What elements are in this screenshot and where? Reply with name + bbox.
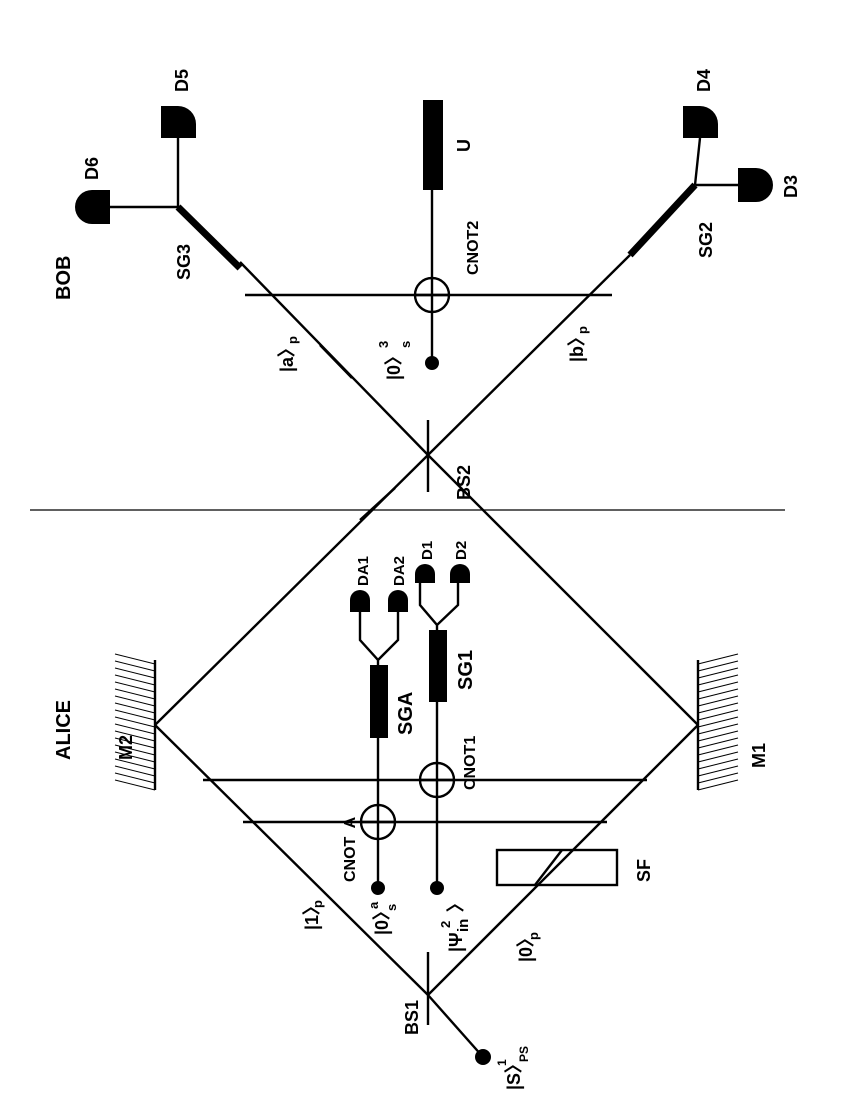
sg2-magnet: [627, 182, 698, 258]
sg2-leads: [693, 137, 738, 187]
d1-label: D1: [419, 541, 436, 560]
mirror-m1: [696, 653, 739, 791]
sg3-leads: [110, 138, 180, 209]
d3-label: D3: [781, 175, 801, 198]
sga-split: [358, 600, 400, 665]
svg-text:|0〉: |0〉: [372, 902, 392, 935]
sg1-magnet: [429, 630, 447, 702]
beam-label-stub-a: [319, 344, 353, 379]
detector-da1: [350, 590, 370, 612]
source-dot: [475, 1049, 491, 1065]
state-labels: |S〉 1 PS |1〉 p |0〉 p |0〉 a s |Ψ 2 in 〉 |…: [277, 326, 590, 1090]
detector-da2: [388, 590, 408, 612]
svg-text:|0〉: |0〉: [384, 347, 404, 380]
u-label: U: [454, 139, 474, 152]
svg-text:|0〉: |0〉: [516, 929, 536, 962]
bs2-label: BS2: [454, 465, 474, 500]
path1-state: |1〉 p: [302, 897, 325, 930]
svg-text:a: a: [366, 901, 381, 909]
sg1-label: SG1: [455, 650, 477, 690]
detector-d4: [683, 106, 718, 138]
cnot2-label: CNOT2: [465, 221, 482, 275]
svg-text:in: in: [455, 919, 472, 932]
bs1-label: BS1: [402, 1000, 422, 1035]
path-a-state: |a〉 p: [277, 336, 300, 372]
svg-text:|1〉: |1〉: [302, 897, 322, 930]
svg-text:|Ψ: |Ψ: [446, 932, 466, 952]
d4-label: D4: [694, 69, 714, 92]
sga-label: SGA: [395, 692, 417, 735]
svg-text:s: s: [384, 904, 399, 911]
input-wire: [418, 700, 456, 895]
svg-text:s: s: [398, 341, 413, 348]
svg-text:〉: 〉: [446, 894, 466, 912]
sg1-split: [418, 578, 460, 630]
detector-d1: [415, 564, 435, 583]
svg-text:p: p: [526, 932, 541, 940]
ancilla-state: |0〉 a s: [366, 901, 399, 935]
cnot-a-label: CNOT A: [342, 816, 359, 882]
sga-magnet: [370, 665, 388, 738]
m1-label: M1: [749, 743, 769, 768]
svg-text:|S〉: |S〉: [504, 1055, 524, 1090]
svg-text:|a〉: |a〉: [277, 339, 297, 372]
beam-through-sf: [534, 849, 563, 886]
beam-m1-to-bs2: [427, 454, 699, 726]
cnot1-label: CNOT1: [462, 736, 479, 790]
source-state: |S〉 1 PS: [495, 1046, 531, 1090]
detector-d6: [75, 190, 110, 224]
beam-bs1-to-m1: [427, 724, 699, 996]
bob-spin-state: |0〉 3 s: [376, 341, 413, 380]
da1-label: DA1: [355, 556, 372, 586]
path-b-state: |b〉 p: [567, 326, 590, 362]
alice-label: ALICE: [53, 700, 75, 760]
svg-text:3: 3: [376, 341, 391, 348]
ancilla-wire: [359, 738, 397, 895]
beam-paths: [154, 254, 699, 1058]
detector-d3: [738, 168, 773, 202]
bob-spin-wire: [413, 185, 451, 370]
d6-label: D6: [82, 157, 102, 180]
beam-label-stub-left: [359, 487, 396, 521]
svg-text:|b〉: |b〉: [567, 328, 587, 362]
detector-d2: [450, 564, 470, 583]
da2-label: DA2: [391, 556, 408, 586]
bob-label: BOB: [53, 256, 75, 300]
sf-label: SF: [634, 859, 654, 882]
sg2-label: SG2: [696, 222, 716, 258]
beam-bs2-to-sg2: [427, 254, 631, 456]
svg-text:p: p: [285, 336, 300, 344]
sf-box: [495, 848, 619, 887]
u-operator: [423, 100, 443, 190]
sg3-label: SG3: [174, 244, 194, 280]
labels-rotated: ALICE BOB BS1 BS2 M1 M2 SF SGA SG1 SG2 S…: [53, 69, 801, 1035]
beam-bs1-to-m2: [154, 724, 429, 996]
mirror-m2: [114, 653, 157, 791]
path0-state: |0〉 p: [516, 929, 541, 962]
psi-in-state: |Ψ 2 in 〉: [438, 894, 472, 952]
svg-text:PS: PS: [517, 1046, 531, 1062]
d2-label: D2: [453, 541, 470, 560]
beam-source-to-bs1: [427, 994, 484, 1058]
d5-label: D5: [172, 69, 192, 92]
svg-text:1: 1: [495, 1059, 509, 1066]
detector-d5: [161, 106, 196, 138]
svg-text:2: 2: [438, 921, 453, 928]
sg3-magnet: [175, 204, 243, 271]
svg-text:p: p: [575, 326, 590, 334]
m2-label: M2: [116, 735, 136, 760]
svg-text:p: p: [310, 900, 325, 908]
